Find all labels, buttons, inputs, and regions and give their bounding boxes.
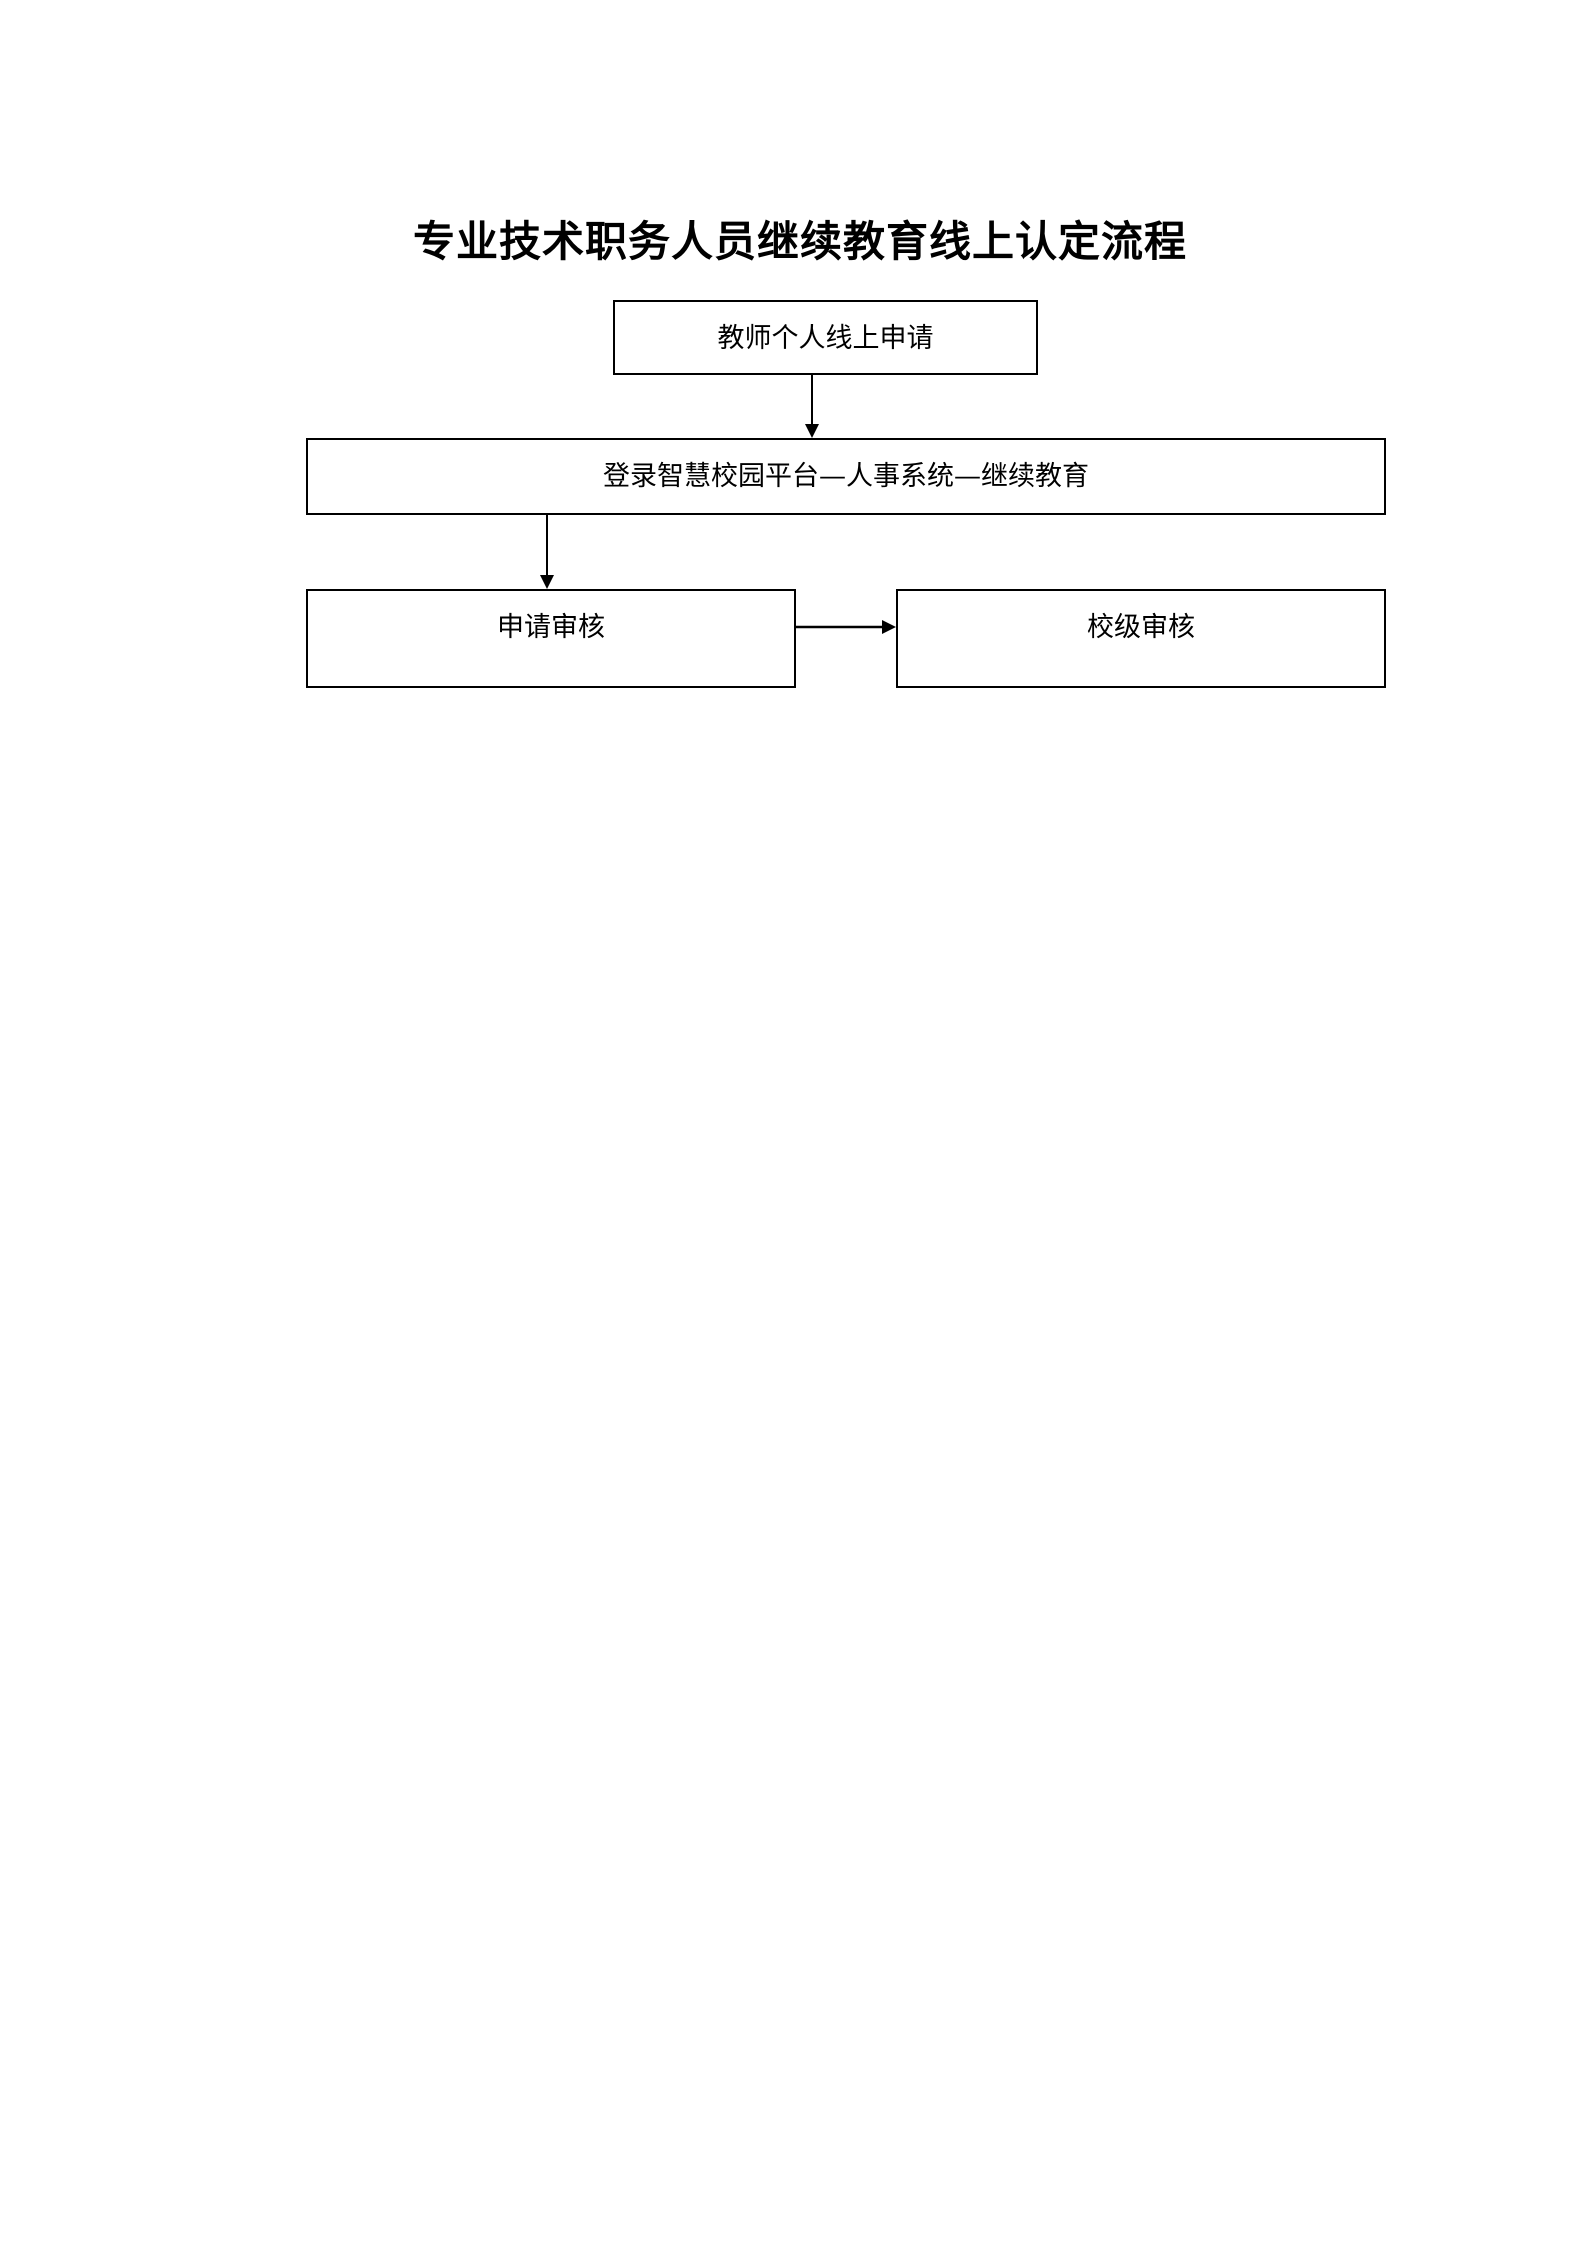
step-login: 登录智慧校园平台—人事系统—继续教育 bbox=[306, 438, 1386, 515]
step-school-review-label: 校级审核 bbox=[1087, 612, 1195, 643]
step-apply-label: 教师个人线上申请 bbox=[717, 323, 934, 354]
arrow-apply-to-login bbox=[805, 375, 819, 438]
step-review: 申请审核 bbox=[306, 589, 796, 688]
arrow-login-to-review bbox=[540, 515, 554, 589]
page-title: 专业技术职务人员继续教育线上认定流程 bbox=[412, 217, 1187, 266]
step-login-label: 登录智慧校园平台—人事系统—继续教育 bbox=[603, 461, 1089, 492]
step-school-review: 校级审核 bbox=[896, 589, 1386, 688]
step-review-label: 申请审核 bbox=[497, 612, 605, 643]
arrow-review-to-school-review bbox=[796, 620, 896, 634]
step-apply: 教师个人线上申请 bbox=[613, 300, 1038, 375]
